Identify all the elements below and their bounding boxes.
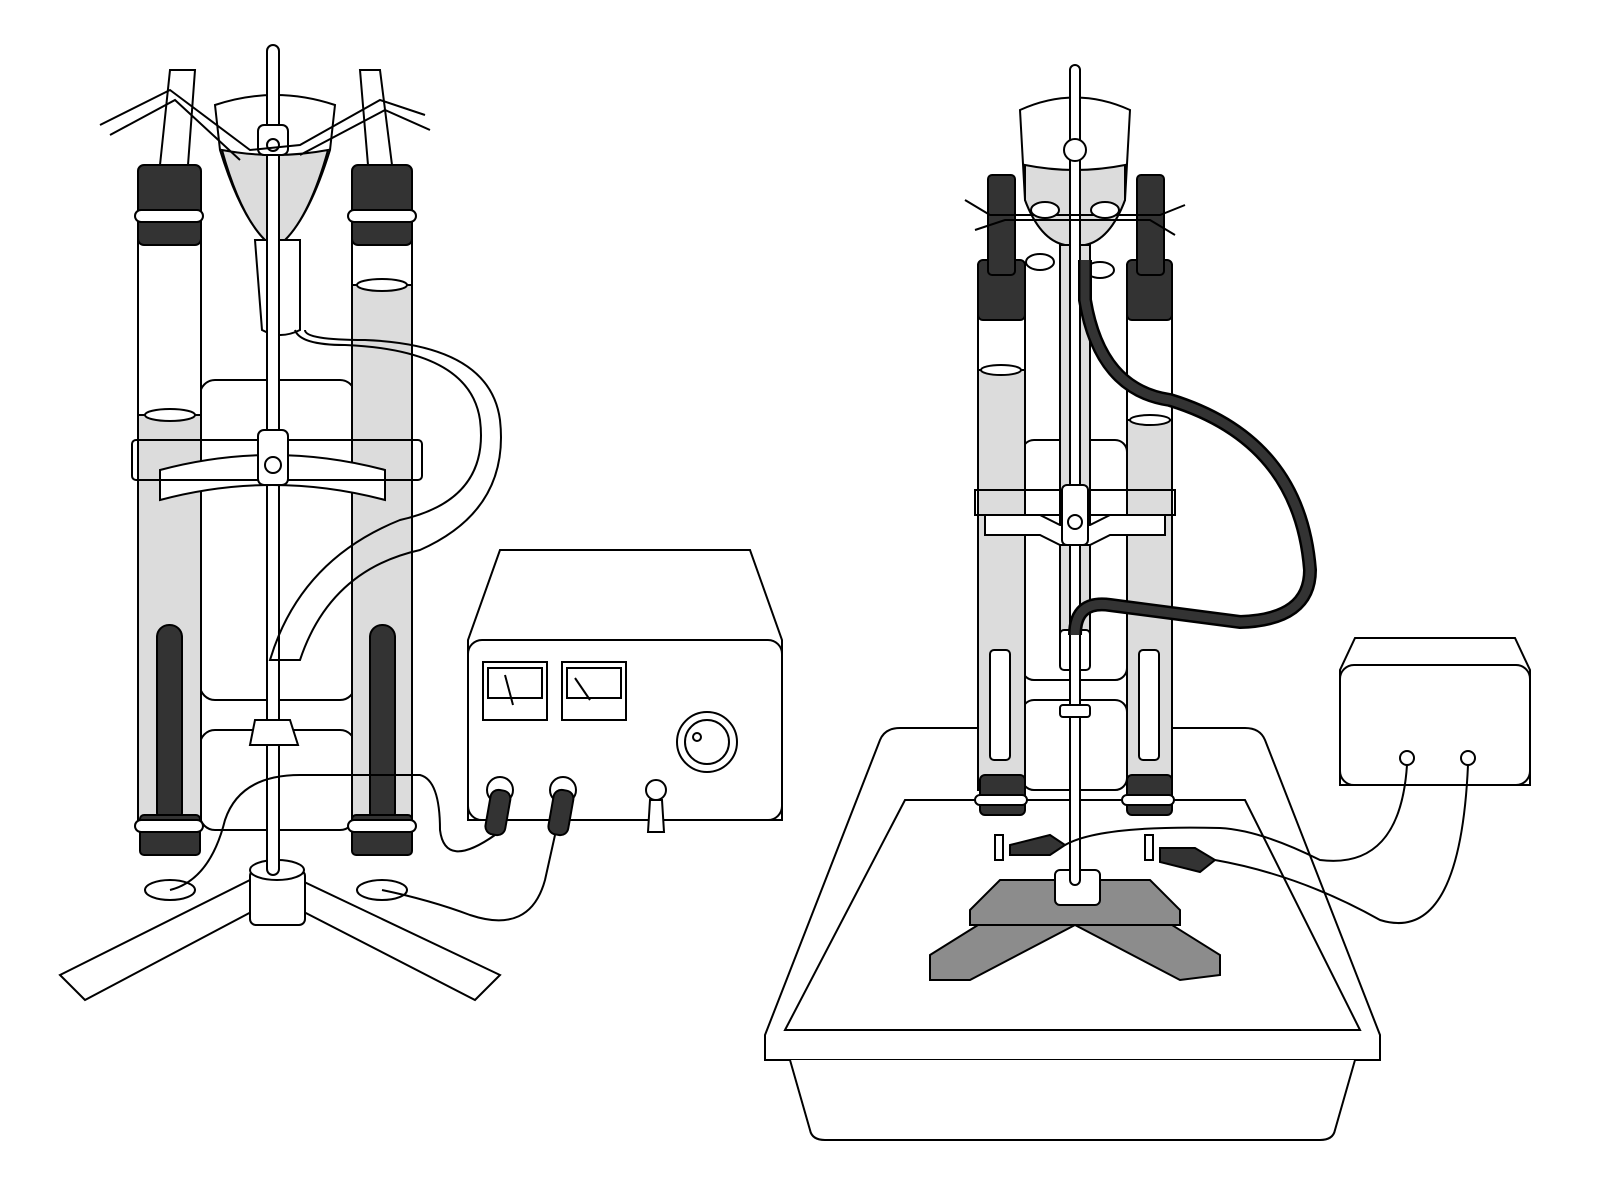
right-tube-right <box>1121 174 1175 816</box>
left-bottom-valve <box>248 719 300 746</box>
right-hofmann-voltameter <box>964 64 1318 886</box>
right-support-rod <box>1069 64 1081 886</box>
dc-power-source <box>1339 637 1531 786</box>
left-stopcock-tubes <box>158 69 394 166</box>
left-hofmann-voltameter <box>58 44 502 1002</box>
right-wire-holders <box>964 199 1186 279</box>
source-terminal-1[interactable] <box>1399 750 1415 766</box>
voltmeter <box>482 661 548 721</box>
voltage-knob[interactable] <box>676 711 738 773</box>
right-stand-base <box>929 869 1221 982</box>
left-wires <box>169 774 556 922</box>
right-electrode-clips <box>994 833 1217 874</box>
terminal-positive[interactable] <box>547 776 577 837</box>
ammeter <box>561 661 627 721</box>
left-clamp <box>131 124 423 502</box>
power-switch[interactable] <box>645 779 667 833</box>
left-tripod-base <box>58 859 502 1002</box>
left-tube-cathode <box>347 164 417 901</box>
source-terminal-2[interactable] <box>1460 750 1476 766</box>
left-tube-anode <box>134 164 204 901</box>
right-wires <box>1064 764 1469 925</box>
terminal-negative[interactable] <box>484 776 514 837</box>
left-rubber-hose <box>268 329 502 661</box>
power-supply <box>467 549 783 837</box>
right-tube-left <box>974 174 1028 816</box>
right-clamp <box>974 138 1176 718</box>
left-wire-holders <box>99 88 431 161</box>
